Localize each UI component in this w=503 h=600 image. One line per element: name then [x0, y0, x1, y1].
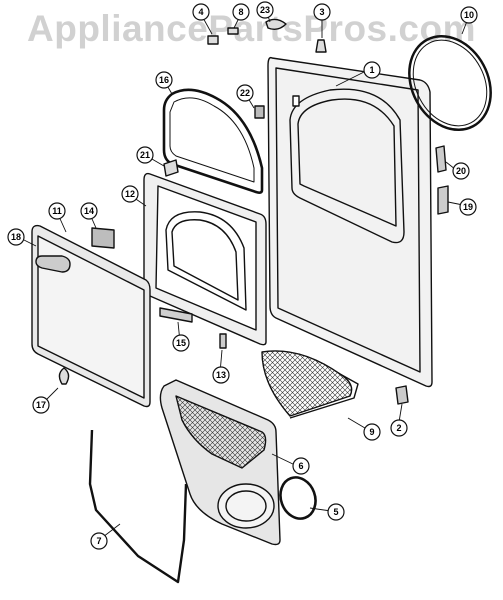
callout-19: 19 — [459, 198, 477, 216]
callout-23: 23 — [256, 1, 274, 19]
callout-5: 5 — [327, 503, 345, 521]
callout-12: 12 — [121, 185, 139, 203]
hinge-bracket-upper-part — [435, 145, 447, 173]
door-clip-part — [219, 333, 227, 349]
wire-harness-part — [88, 429, 188, 584]
callout-6: 6 — [292, 457, 310, 475]
callout-18: 18 — [7, 228, 25, 246]
hinge-clip-part — [163, 159, 179, 177]
hinge-bracket-part — [227, 27, 239, 35]
callout-20: 20 — [452, 162, 470, 180]
label-plate-part — [91, 227, 115, 249]
callout-10: 10 — [460, 6, 478, 24]
callout-14: 14 — [80, 202, 98, 220]
hinge-spring-part — [265, 18, 287, 31]
callout-11: 11 — [48, 202, 66, 220]
callout-number: 16 — [159, 75, 169, 85]
callout-22: 22 — [236, 84, 254, 102]
screw-part — [315, 39, 327, 53]
callout-7: 7 — [90, 532, 108, 550]
callout-number: 17 — [36, 400, 46, 410]
callout-16: 16 — [155, 71, 173, 89]
callout-number: 13 — [216, 370, 226, 380]
callout-number: 4 — [198, 7, 203, 17]
callout-number: 22 — [240, 88, 250, 98]
callout-number: 20 — [456, 166, 466, 176]
callout-2: 2 — [390, 419, 408, 437]
door-bumper-part — [58, 367, 70, 385]
outer-door-panel-part — [31, 224, 151, 408]
callout-number: 14 — [84, 206, 94, 216]
callout-13: 13 — [212, 366, 230, 384]
door-frame-part — [143, 172, 267, 346]
callout-number: 2 — [396, 423, 401, 433]
hinge-bracket-lower-part — [437, 185, 449, 215]
hinge-pin-part — [207, 35, 219, 45]
callout-number: 6 — [298, 461, 303, 471]
door-gasket-part — [162, 88, 264, 194]
callout-number: 21 — [140, 150, 150, 160]
callout-number: 8 — [238, 7, 243, 17]
lint-screen-part — [261, 350, 359, 419]
callout-number: 1 — [369, 65, 374, 75]
door-handle-part — [35, 255, 71, 273]
door-seal-ring-inner — [412, 39, 488, 127]
latch-part — [395, 385, 409, 405]
callout-number: 19 — [463, 202, 473, 212]
small-block-part — [254, 105, 265, 119]
callout-number: 3 — [319, 7, 324, 17]
callout-number: 23 — [260, 5, 270, 15]
callout-3: 3 — [313, 3, 331, 21]
callout-8: 8 — [232, 3, 250, 21]
door-seal-ring-part — [408, 34, 492, 132]
callout-21: 21 — [136, 146, 154, 164]
round-gasket-part — [279, 476, 317, 520]
lower-duct-panel-part — [159, 379, 281, 546]
callout-number: 11 — [52, 206, 62, 216]
callout-number: 15 — [176, 338, 186, 348]
callout-number: 18 — [11, 232, 21, 242]
callout-1: 1 — [363, 61, 381, 79]
callout-number: 12 — [125, 189, 135, 199]
callout-number: 10 — [464, 10, 474, 20]
door-strip-part — [159, 307, 193, 323]
callout-15: 15 — [172, 334, 190, 352]
front-panel-part — [267, 56, 433, 388]
callout-number: 5 — [333, 507, 338, 517]
callout-9: 9 — [363, 423, 381, 441]
callout-number: 9 — [369, 427, 374, 437]
callout-number: 7 — [96, 536, 101, 546]
callout-17: 17 — [32, 396, 50, 414]
callout-4: 4 — [192, 3, 210, 21]
